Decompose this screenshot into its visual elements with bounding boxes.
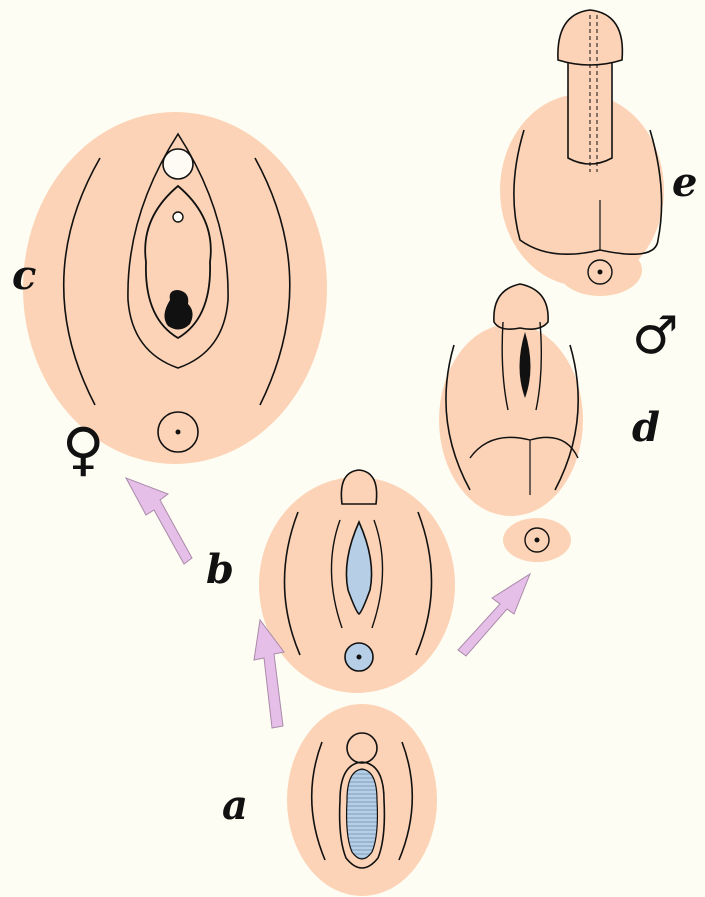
label-a: a: [222, 786, 248, 826]
stage-e-drawing: [500, 10, 664, 296]
stage-c-drawing: [23, 112, 327, 464]
male-symbol-icon: ♂: [632, 310, 679, 362]
stage-d-drawing: [439, 284, 583, 562]
arrow-b-to-d: [458, 574, 530, 656]
label-e: e: [672, 163, 697, 203]
label-c: c: [12, 256, 36, 296]
stage-a-drawing: [287, 704, 437, 896]
arrow-b-to-c: [126, 478, 192, 564]
label-b: b: [206, 550, 234, 590]
stage-b-drawing: [259, 470, 455, 693]
female-symbol-icon: ♀: [62, 420, 104, 478]
label-d: d: [632, 408, 660, 448]
